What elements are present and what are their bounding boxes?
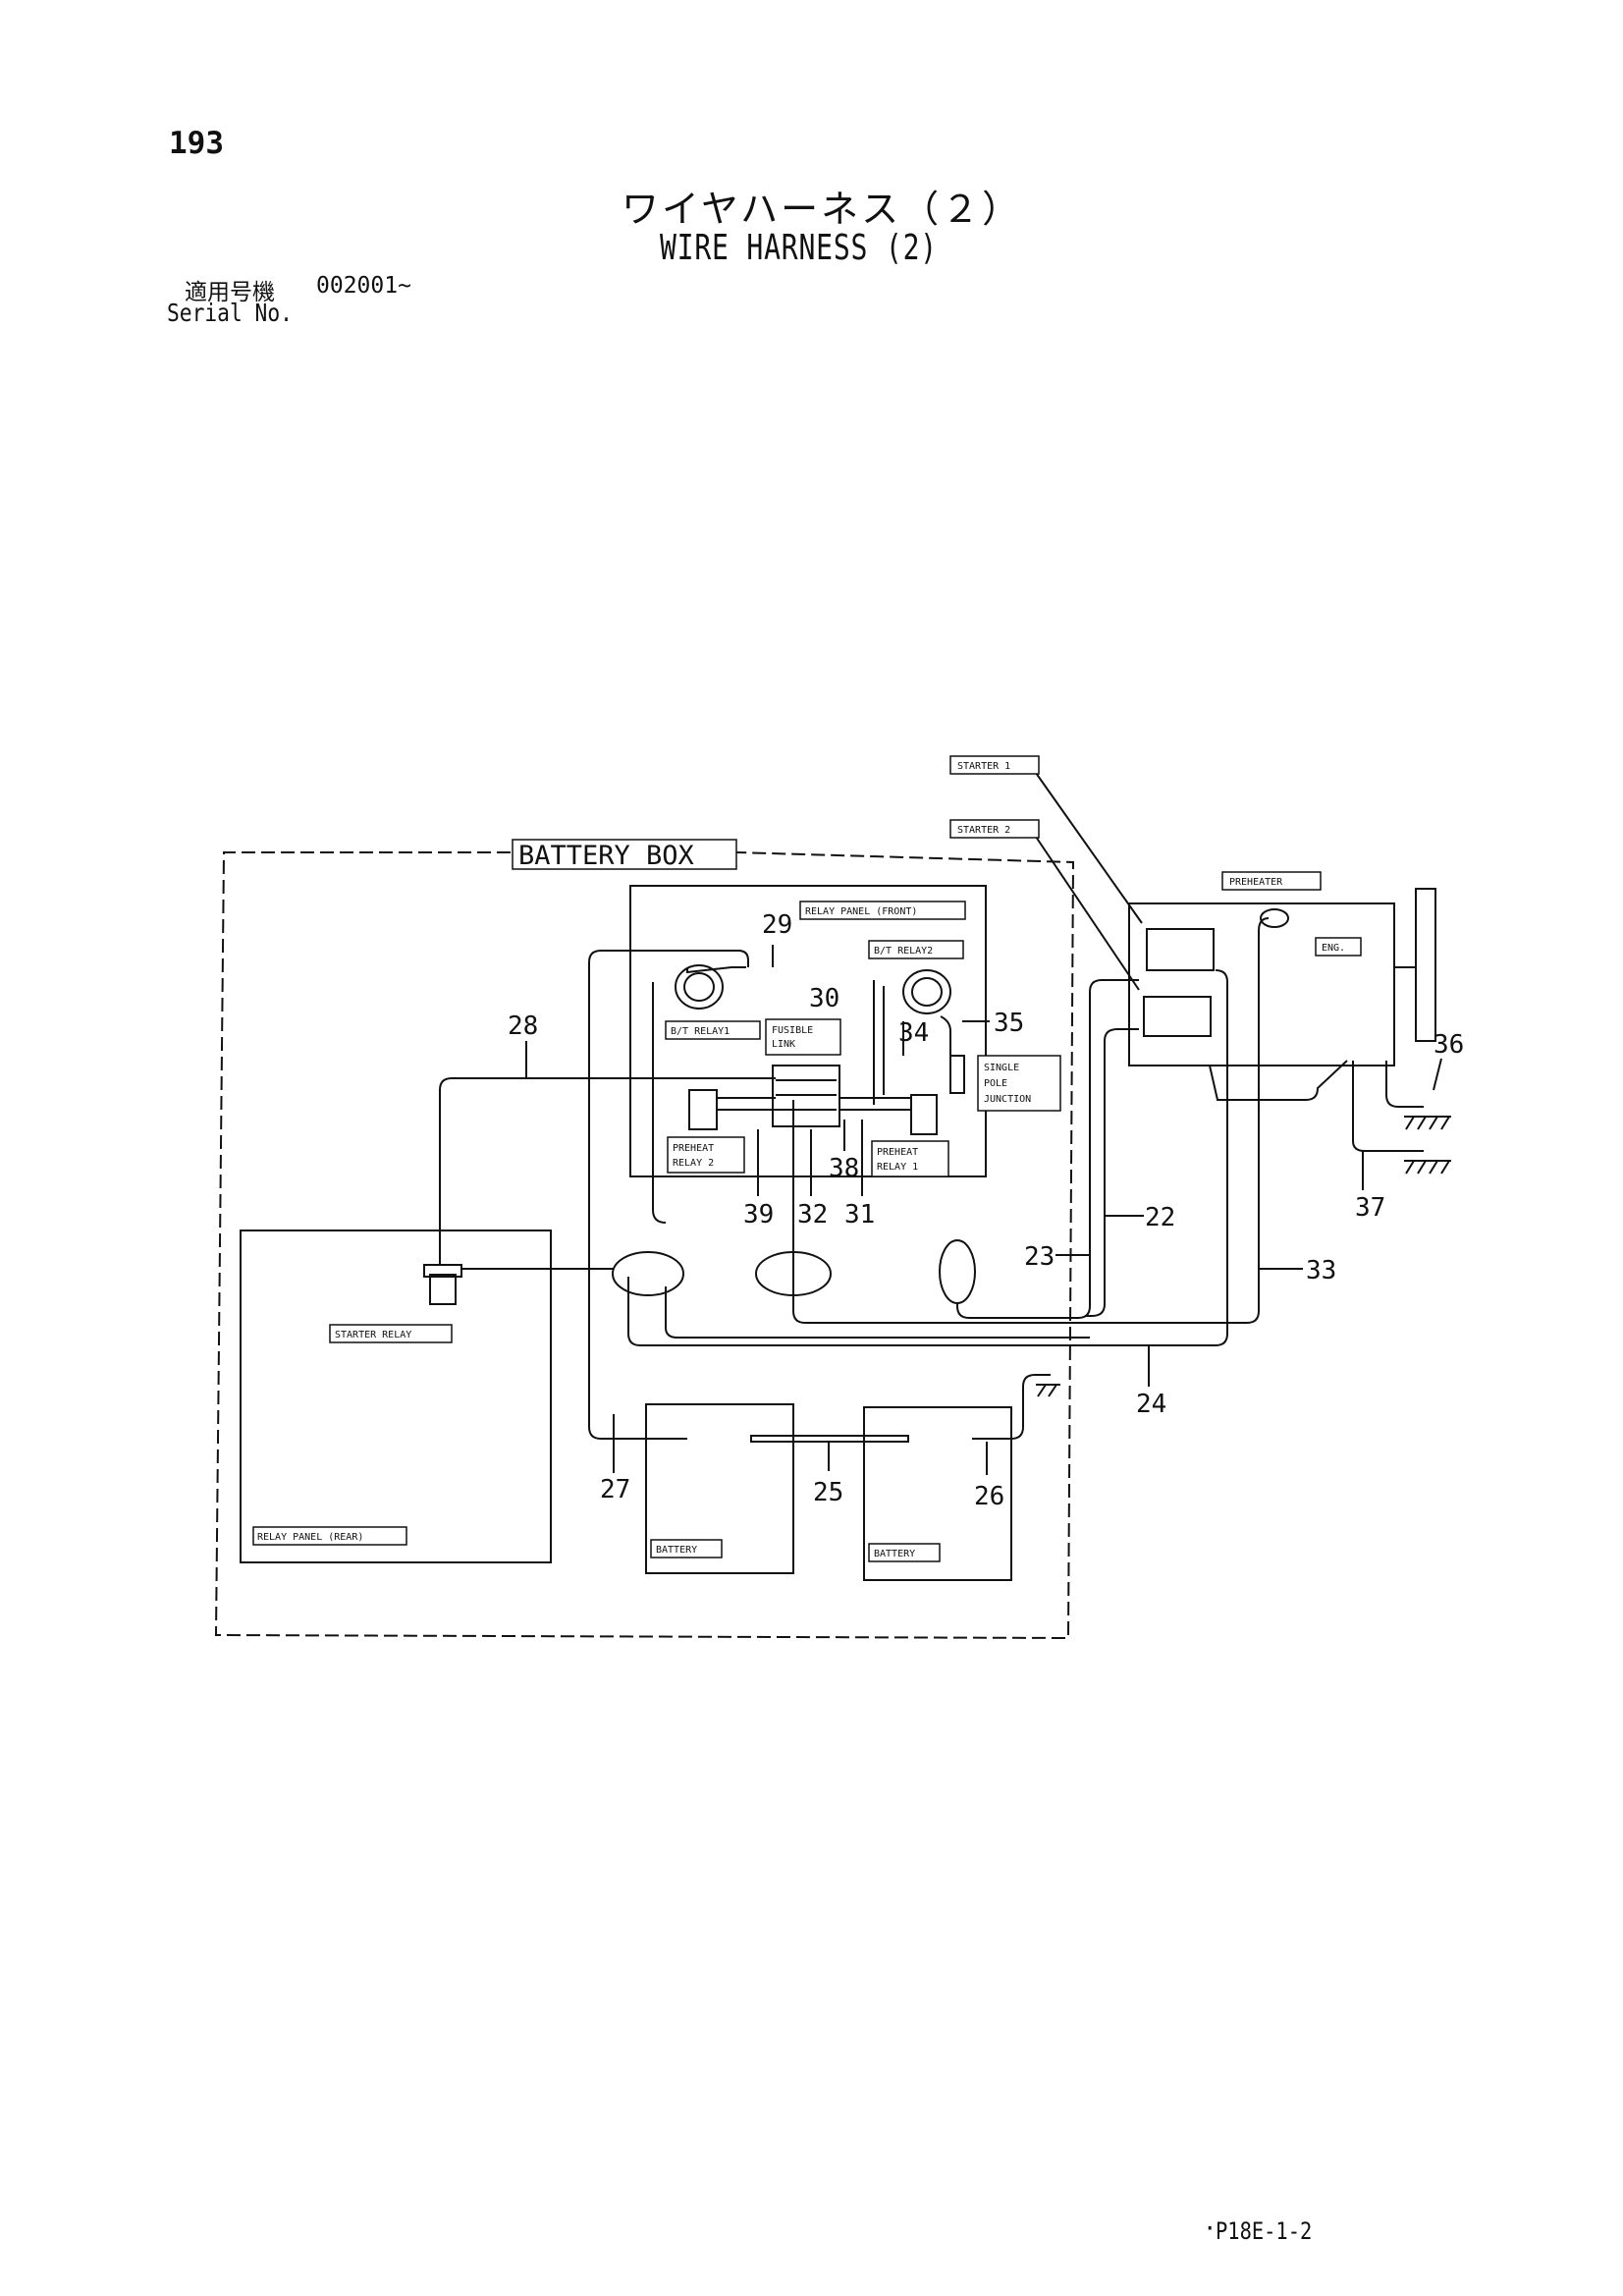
ground-symbol-26 [1036,1384,1060,1397]
callout-36: 36 [1434,1030,1464,1060]
preheat-relay1-label: PREHEAT [877,1147,918,1158]
engine-block [1415,888,1436,1042]
callout-31: 31 [844,1200,875,1230]
footer-page-code: P18E-1-2 [1216,2217,1313,2245]
relay-panel-rear-label: RELAY PANEL (REAR) [257,1532,363,1543]
starter2-terminal [1143,996,1212,1037]
relay-panel-rear [240,1230,552,1563]
battery-left-label: BATTERY [656,1545,697,1556]
bt-relay1-body [675,964,724,1010]
bt-relay2-label: B/T RELAY2 [874,946,933,957]
callout-24: 24 [1136,1390,1166,1419]
single-pole-label-3: JUNCTION [984,1094,1031,1105]
title-japanese: ワイヤハーネス（２） [622,188,1023,231]
footer-dot: · [1203,2214,1217,2242]
relay-panel-front-label: RELAY PANEL (FRONT) [805,906,917,917]
ground-symbol-37 [1404,1160,1451,1175]
callout-29: 29 [762,910,792,940]
ground-symbol-36 [1404,1116,1451,1130]
callout-39: 39 [743,1200,774,1230]
battery-left [645,1403,794,1574]
serial-label-japanese: 適用号機 [185,280,275,305]
preheater-label: PREHEATER [1229,877,1283,888]
starter-relay-label: STARTER RELAY [335,1330,411,1340]
preheat-relay2-body [688,1089,718,1130]
wire-25-link [750,1435,909,1443]
callout-38: 38 [829,1154,859,1183]
preheat-relay2-label-2: RELAY 2 [673,1158,714,1169]
engine-outline [1128,902,1395,1066]
page-number: 193 [169,126,224,161]
single-pole-junction [949,1055,965,1094]
single-pole-label-2: POLE [984,1078,1007,1089]
preheat-relay2-label: PREHEAT [673,1143,714,1154]
callout-37: 37 [1355,1193,1385,1223]
grommet-1 [612,1251,684,1296]
battery-box-outline [214,851,1075,1640]
fusible-link-block [772,1065,840,1127]
callout-26: 26 [974,1482,1004,1511]
serial-label-english: Serial No. [167,299,293,327]
relay-panel-front [629,885,987,1177]
preheater-terminal [1260,908,1289,928]
single-pole-label: SINGLE [984,1063,1019,1073]
callout-34: 34 [898,1018,929,1048]
starter1-label: STARTER 1 [957,761,1010,772]
callout-25: 25 [813,1478,843,1507]
callout-22: 22 [1145,1203,1175,1232]
callout-33: 33 [1306,1256,1336,1285]
callout-27: 27 [600,1475,630,1504]
bt-relay2-body [902,969,951,1014]
title-english: WIRE HARNESS (2) [660,228,938,268]
starter-relay-body [429,1274,457,1305]
callout-28: 28 [508,1011,538,1041]
fusible-link-label: FUSIBLE [772,1025,813,1036]
battery-right-label: BATTERY [874,1549,915,1559]
battery-box-label: BATTERY BOX [518,841,694,871]
starter1-terminal [1146,928,1215,971]
preheat-relay1-label-2: RELAY 1 [877,1162,918,1173]
preheat-relay1-body [910,1094,938,1135]
grommet-3 [939,1239,976,1304]
fusible-link-label-2: LINK [772,1039,795,1050]
callout-35: 35 [994,1009,1024,1038]
callout-23: 23 [1024,1242,1055,1272]
battery-right [863,1406,1012,1581]
callout-30: 30 [809,984,839,1013]
starter2-label: STARTER 2 [957,825,1010,836]
eng-label: ENG. [1322,943,1345,954]
callout-32: 32 [797,1200,828,1230]
serial-value: 002001~ [316,273,411,299]
bt-relay1-label: B/T RELAY1 [671,1026,730,1037]
